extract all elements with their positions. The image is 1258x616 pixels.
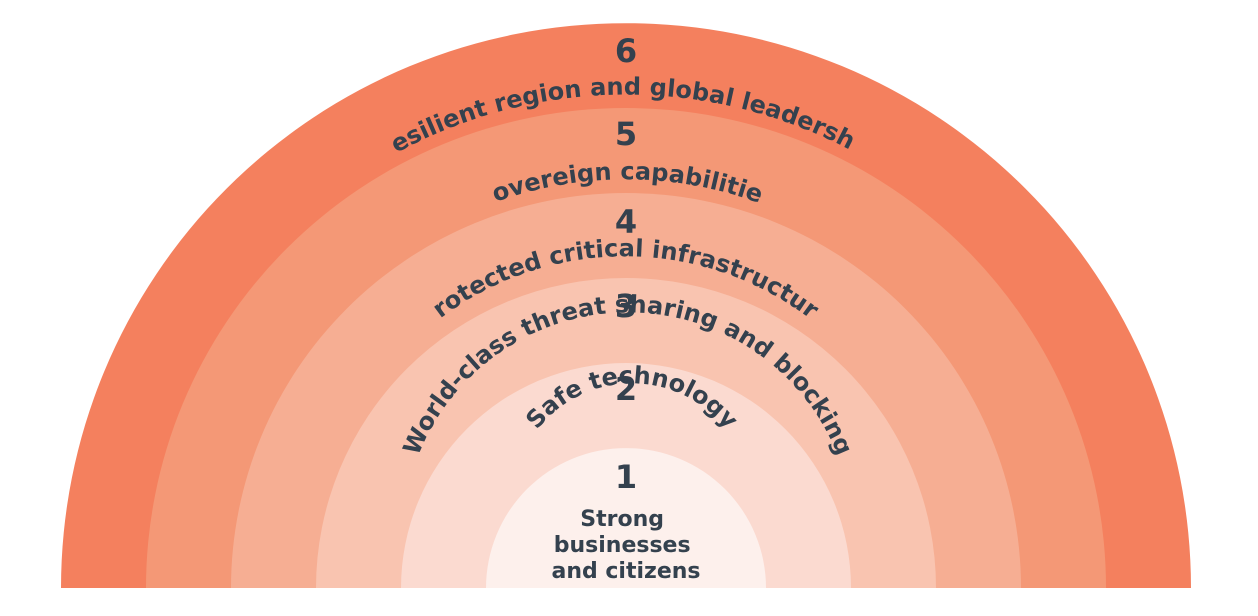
layer-5-number: 5 bbox=[615, 115, 637, 153]
layer-4-number: 4 bbox=[615, 203, 637, 241]
layer-1-line-3: and citizens bbox=[551, 559, 700, 584]
ring-1 bbox=[486, 448, 766, 588]
layer-6-number: 6 bbox=[615, 32, 637, 70]
layer-2-number: 2 bbox=[615, 370, 637, 408]
layer-1-number: 1 bbox=[615, 458, 637, 496]
layer-1-line-2: businesses bbox=[554, 533, 691, 558]
layer-1-label: Strong businesses and citizens bbox=[551, 507, 700, 584]
layer-3-number: 3 bbox=[615, 287, 637, 325]
rings bbox=[61, 23, 1191, 588]
layer-1-line-1: Strong bbox=[580, 507, 664, 532]
